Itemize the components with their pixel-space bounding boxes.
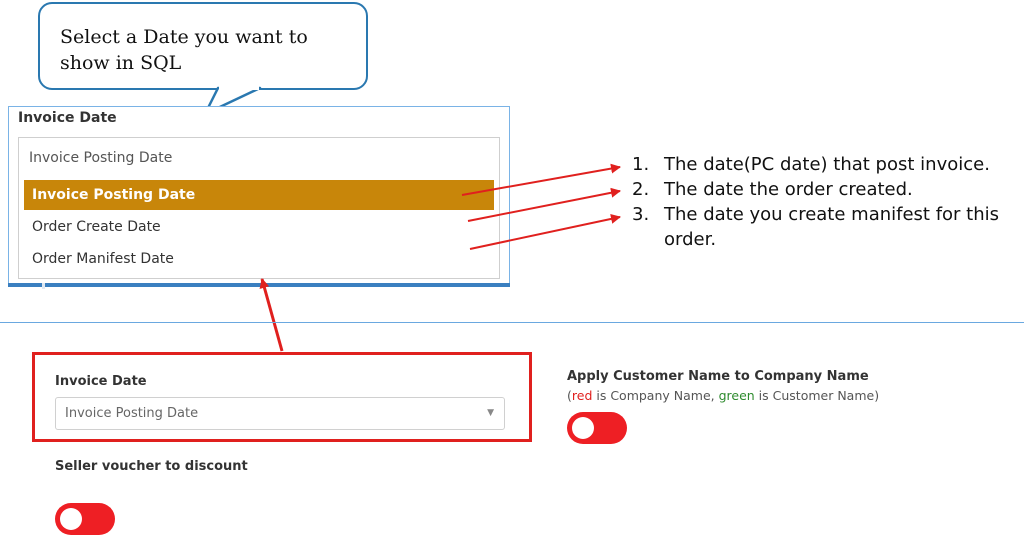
hint-open-paren: ( — [567, 388, 572, 403]
explanation-item: 3. The date you create manifest for this… — [632, 202, 1024, 252]
hint-red-word: red — [571, 388, 593, 403]
option-order-create-date[interactable]: Order Create Date — [32, 219, 161, 235]
seller-voucher-label: Seller voucher to discount — [55, 459, 248, 474]
panel-bottom-bar — [8, 283, 510, 287]
zoom-panel-label: Invoice Date — [18, 110, 117, 126]
option-explanations: 1. The date(PC date) that post invoice. … — [632, 152, 1024, 252]
explanation-item: 2. The date the order created. — [632, 177, 1024, 202]
callout-bubble: Select a Date you want to show in SQL — [38, 2, 368, 90]
hint-end: is Customer Name) — [754, 388, 880, 403]
invoice-date-select-value: Invoice Posting Date — [65, 406, 199, 421]
apply-customer-name-label: Apply Customer Name to Company Name — [567, 369, 869, 384]
dropdown-current-value[interactable]: Invoice Posting Date — [29, 150, 173, 166]
explanation-text: The date(PC date) that post invoice. — [664, 154, 990, 175]
seller-voucher-toggle[interactable] — [55, 503, 115, 535]
toggle-knob — [60, 508, 82, 530]
section-divider — [0, 322, 1024, 323]
option-order-manifest-date[interactable]: Order Manifest Date — [32, 251, 174, 267]
callout-text: Select a Date you want to show in SQL — [60, 26, 308, 74]
invoice-date-select[interactable]: Invoice Posting Date ▼ — [55, 397, 505, 430]
invoice-date-zoom-panel: Invoice Date Invoice Posting Date Invoic… — [8, 106, 510, 286]
explanation-number: 1. — [632, 154, 650, 175]
option-invoice-posting-date[interactable]: Invoice Posting Date — [24, 180, 494, 210]
hint-mid: is Company Name, — [592, 388, 719, 403]
apply-customer-name-hint: (red is Company Name, green is Customer … — [567, 388, 879, 403]
toggle-knob — [572, 417, 594, 439]
explanation-text: The date the order created. — [664, 179, 913, 200]
panel-bottom-tick — [42, 283, 45, 289]
apply-customer-name-toggle[interactable] — [567, 412, 627, 444]
invoice-date-label: Invoice Date — [55, 374, 147, 389]
explanation-item: 1. The date(PC date) that post invoice. — [632, 152, 1024, 177]
invoice-date-highlight-box — [32, 352, 532, 442]
invoice-date-dropdown-list: Invoice Posting Date Invoice Posting Dat… — [18, 137, 500, 279]
explanation-number: 2. — [632, 179, 650, 200]
hint-green-word: green — [718, 388, 755, 403]
explanation-text: The date you create manifest for this or… — [664, 204, 1000, 250]
caret-down-icon: ▼ — [487, 408, 494, 418]
explanation-number: 3. — [632, 204, 650, 225]
